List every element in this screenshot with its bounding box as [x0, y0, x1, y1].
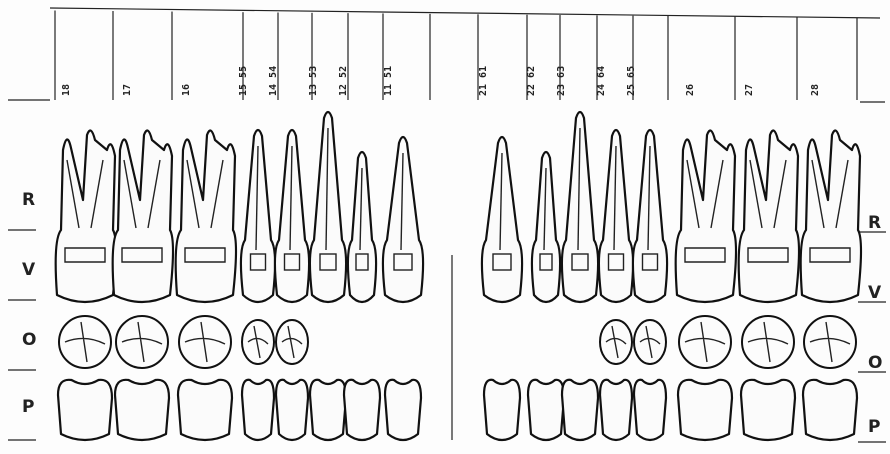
proximal-view [178, 380, 232, 440]
occlusal-surface [276, 320, 308, 364]
tooth-number: 14 54 [268, 66, 279, 96]
tooth-24[interactable]: 24 64 [596, 66, 633, 440]
tooth-number: 17 [122, 84, 133, 96]
tooth-28[interactable]: 28 [801, 84, 861, 440]
tooth-number: 18 [61, 84, 72, 96]
tooth-number: 22 62 [526, 66, 537, 96]
row-label-right: V [868, 283, 882, 303]
proximal-view [58, 380, 112, 440]
tooth-number: 23 63 [556, 66, 567, 96]
proximal-view [242, 380, 274, 440]
row-label-right: P [868, 417, 880, 437]
tooth-13[interactable]: 13 53 [308, 66, 346, 440]
tooth-22[interactable]: 22 62 [526, 66, 564, 440]
proximal-view [634, 380, 666, 440]
proximal-view [528, 380, 564, 440]
tooth-21[interactable]: 21 61 [478, 66, 522, 440]
occlusal-surface [600, 320, 632, 364]
proximal-view [562, 380, 598, 440]
occlusal-surface [634, 320, 666, 364]
tooth-outline [739, 131, 799, 302]
proximal-view [385, 380, 421, 440]
tooth-outline [176, 131, 236, 302]
proximal-view [484, 380, 520, 440]
proximal-view [310, 380, 346, 440]
row-label-left: R [22, 190, 35, 210]
tooth-number: 16 [181, 84, 192, 96]
tooth-number: 25 65 [626, 66, 637, 96]
tooth-outline [801, 131, 861, 302]
top-border-line [50, 8, 880, 18]
tooth-number: 13 53 [308, 66, 319, 96]
tooth-11[interactable]: 11 51 [383, 66, 423, 440]
tooth-number: 26 [685, 84, 696, 96]
proximal-view [741, 380, 795, 440]
tooth-number: 24 64 [596, 66, 607, 96]
proximal-view [803, 380, 857, 440]
tooth-15[interactable]: 15 55 [238, 66, 275, 440]
tooth-number: 21 61 [478, 66, 489, 96]
row-label-right: R [868, 213, 881, 233]
row-label-left: O [22, 330, 36, 350]
tooth-outline [676, 131, 736, 302]
row-label-left: P [22, 397, 34, 417]
tooth-16[interactable]: 16 [176, 84, 236, 440]
tooth-17[interactable]: 17 [113, 84, 173, 440]
tooth-27[interactable]: 27 [739, 84, 799, 440]
tooth-outline [113, 131, 173, 302]
proximal-view [276, 380, 308, 440]
proximal-view [678, 380, 732, 440]
tooth-number: 11 51 [383, 66, 394, 96]
tooth-number: 28 [810, 84, 821, 96]
tooth-number: 12 52 [338, 66, 349, 96]
tooth-outline [56, 131, 116, 302]
occlusal-surface [242, 320, 274, 364]
proximal-view [115, 380, 169, 440]
tooth-number: 27 [744, 84, 755, 96]
tooth-18[interactable]: 18 [56, 84, 116, 440]
tooth-number: 15 55 [238, 66, 249, 96]
tooth-26[interactable]: 26 [676, 84, 736, 440]
proximal-view [344, 380, 380, 440]
row-label-right: O [868, 353, 882, 373]
row-label-left: V [22, 260, 36, 280]
proximal-view [600, 380, 632, 440]
